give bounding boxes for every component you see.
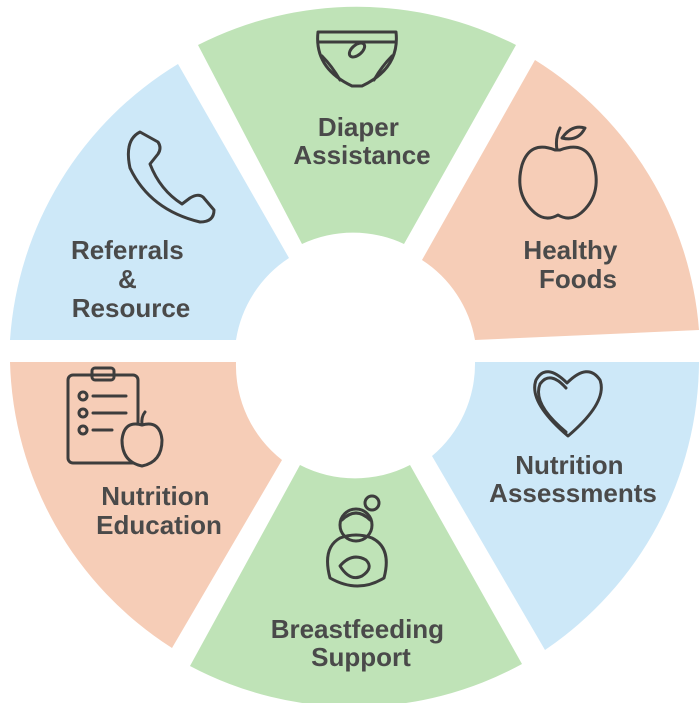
label-diaper-assistance: Diaper Assistance bbox=[293, 112, 430, 170]
segment-breastfeeding-support bbox=[190, 465, 522, 703]
segment-nutrition-education bbox=[10, 362, 282, 648]
label-line: Diaper bbox=[318, 112, 399, 142]
label-line: Referrals bbox=[71, 235, 184, 265]
apple-icon bbox=[518, 125, 598, 220]
segment-nutrition-assessments bbox=[432, 362, 699, 650]
label-line: Education bbox=[96, 510, 222, 540]
label-line: & bbox=[118, 264, 137, 294]
label-line: Breastfeeding bbox=[271, 614, 444, 644]
segment-healthy-foods bbox=[422, 60, 699, 340]
clipboard-apple-icon bbox=[66, 366, 164, 468]
segment-referrals-resource bbox=[10, 64, 289, 340]
label-line: Healthy bbox=[523, 235, 617, 265]
diaper-icon bbox=[316, 30, 398, 88]
label-breastfeeding-support: Breastfeeding Support bbox=[271, 614, 452, 672]
label-line: Nutrition bbox=[101, 481, 209, 511]
mother-baby-icon bbox=[326, 494, 388, 588]
label-nutrition-assessments: Nutrition Assessments bbox=[489, 450, 657, 508]
label-referrals-resource: Referrals & Resource bbox=[71, 235, 191, 323]
segment-diaper-assistance bbox=[198, 6, 516, 244]
label-line: Assessments bbox=[489, 478, 657, 508]
label-line: Support bbox=[311, 642, 411, 672]
label-line: Foods bbox=[539, 264, 617, 294]
label-line: Nutrition bbox=[515, 450, 623, 480]
label-nutrition-education: Nutrition Education bbox=[96, 481, 222, 540]
heart-icon bbox=[533, 370, 603, 438]
label-healthy-foods: Healthy Foods bbox=[523, 235, 624, 294]
phone-icon bbox=[126, 130, 216, 224]
label-line: Assistance bbox=[293, 140, 430, 170]
label-line: Resource bbox=[72, 293, 191, 323]
